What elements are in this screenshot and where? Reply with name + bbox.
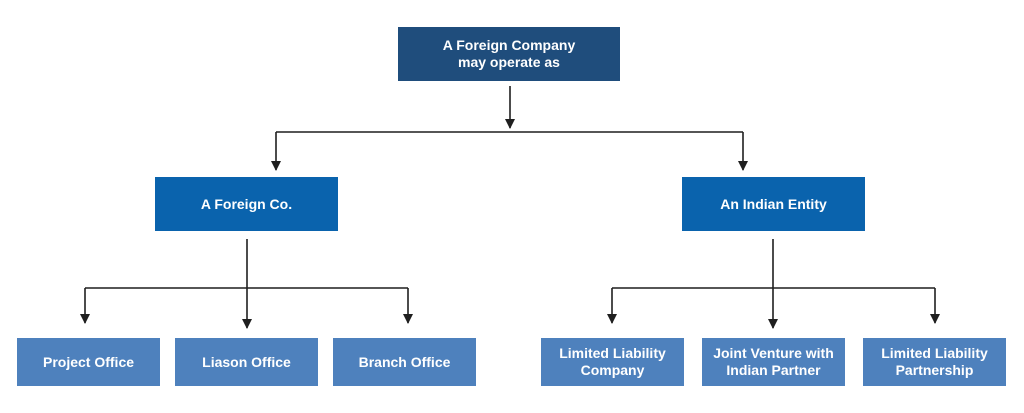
root-to-branches-connector <box>271 86 748 171</box>
root-node: A Foreign Company may operate as <box>398 27 620 81</box>
leaf-node-limited-liability-company: Limited Liability Company <box>541 338 684 386</box>
branch-node-indian-entity: An Indian Entity <box>682 177 865 231</box>
leaf-node-project-office: Project Office <box>17 338 160 386</box>
leaf-node-joint-venture: Joint Venture with Indian Partner <box>702 338 845 386</box>
leaf-node-liason-office: Liason Office <box>175 338 318 386</box>
right-subtree-connector <box>607 239 940 329</box>
leaf-node-branch-office: Branch Office <box>333 338 476 386</box>
left-subtree-connector <box>80 239 413 329</box>
leaf-node-limited-liability-partnership: Limited Liability Partnership <box>863 338 1006 386</box>
branch-node-foreign-co: A Foreign Co. <box>155 177 338 231</box>
